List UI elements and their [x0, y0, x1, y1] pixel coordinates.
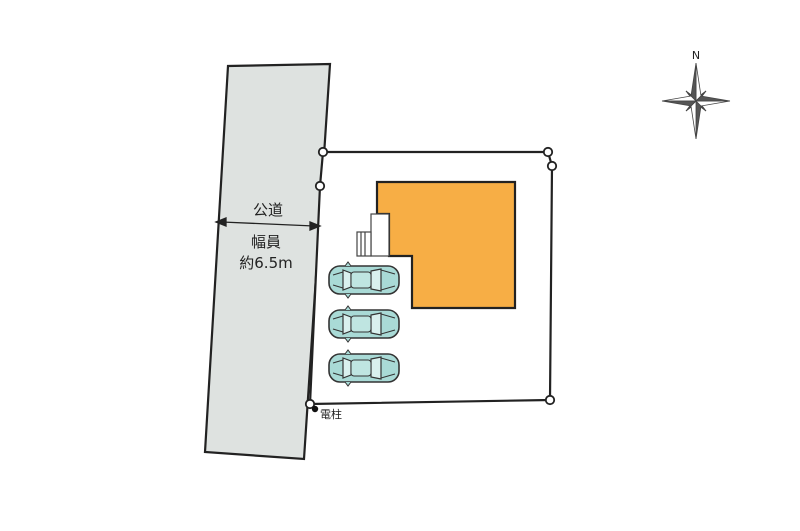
parking-car	[328, 261, 400, 299]
public-road	[203, 62, 332, 461]
boundary-marker	[542, 146, 554, 158]
parking-car	[328, 305, 400, 343]
utility-pole-dot	[311, 405, 319, 413]
road-width-dimension	[214, 217, 322, 231]
boundary-marker	[314, 180, 326, 192]
road-name-label: 公道	[253, 201, 283, 219]
parking-car	[328, 349, 400, 387]
road-width-label: 幅員	[251, 233, 281, 251]
entrance-steps	[356, 213, 390, 257]
utility-pole-label: 電柱	[320, 407, 342, 421]
boundary-marker	[317, 146, 329, 158]
road-width-value: 約6.5m	[239, 254, 292, 272]
north-compass-icon: N	[661, 49, 731, 140]
boundary-marker	[544, 394, 556, 406]
boundary-markers	[304, 146, 558, 410]
compass-north-label: N	[692, 49, 700, 62]
boundary-marker	[304, 398, 316, 410]
boundary-marker	[546, 160, 558, 172]
